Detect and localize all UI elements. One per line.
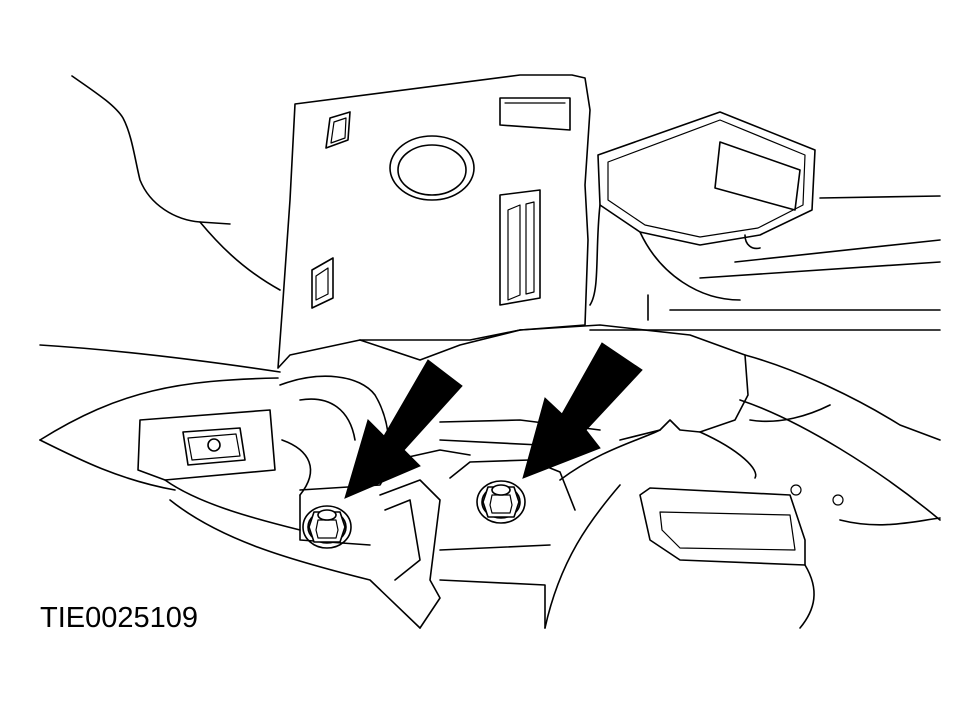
center-lower-assembly	[359, 324, 941, 629]
right-bolt-arrow	[522, 342, 643, 479]
right-bolt	[476, 480, 526, 524]
left-bolt	[302, 505, 352, 549]
left-bolt-arrow	[344, 359, 463, 499]
left-lower-structure	[39, 344, 421, 629]
figure-id-label: TIE0025109	[40, 602, 199, 634]
mounting-bracket	[277, 74, 591, 369]
right-upper-module	[589, 111, 941, 331]
background-panel-left	[71, 75, 281, 291]
